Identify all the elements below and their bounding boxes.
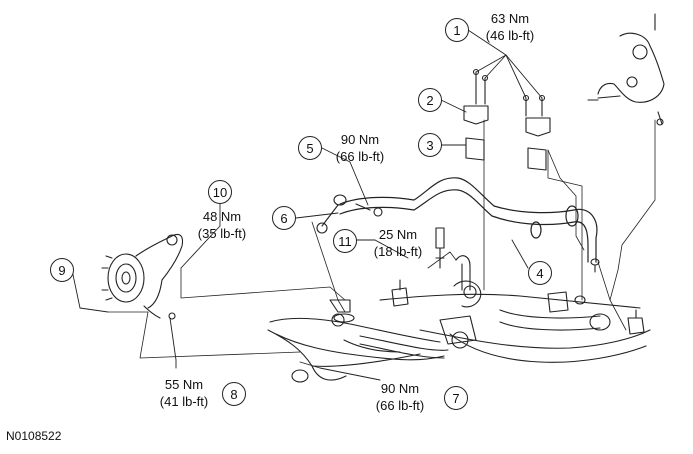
torque-spec-5: 90 Nm (66 lb-ft)	[320, 131, 400, 165]
lower-control-arm	[267, 299, 445, 383]
callout-2: 2	[418, 88, 442, 112]
torque-value-lbft: (35 lb-ft)	[197, 226, 247, 241]
steering-knuckle-right	[587, 13, 665, 126]
torque-spec-11: 25 Nm (18 lb-ft)	[358, 226, 438, 260]
callout-7: 7	[444, 386, 468, 410]
tie-rod-end	[590, 258, 600, 273]
callout-3: 3	[418, 133, 442, 157]
assembly-guide-lines	[107, 119, 656, 359]
torque-value-nm: 90 Nm	[340, 132, 380, 147]
callout-9: 9	[50, 258, 74, 282]
torque-spec-1: 63 Nm (46 lb-ft)	[470, 10, 550, 44]
strut-rod	[435, 227, 471, 291]
torque-value-lbft: (46 lb-ft)	[485, 28, 535, 43]
stabilizer-bar	[339, 177, 598, 263]
torque-value-nm: 63 Nm	[490, 11, 530, 26]
callout-5: 5	[298, 136, 322, 160]
leader-lines	[71, 29, 543, 381]
torque-value-nm: 25 Nm	[378, 227, 418, 242]
torque-value-lbft: (66 lb-ft)	[335, 149, 385, 164]
callout-4: 4	[528, 261, 552, 285]
figure-id: N0108522	[6, 429, 62, 443]
subframe-steering-gear	[343, 279, 651, 363]
torque-value-lbft: (18 lb-ft)	[373, 244, 423, 259]
torque-value-nm: 90 Nm	[380, 381, 420, 396]
stabilizer-link	[316, 194, 383, 234]
callout-11: 11	[333, 229, 357, 253]
bushing-clamps	[463, 68, 551, 171]
torque-spec-7: 90 Nm (66 lb-ft)	[360, 380, 440, 414]
torque-spec-10: 48 Nm (35 lb-ft)	[182, 208, 262, 242]
callout-10: 10	[208, 180, 232, 204]
torque-spec-8: 55 Nm (41 lb-ft)	[144, 376, 224, 410]
callout-6: 6	[272, 206, 296, 230]
torque-value-nm: 48 Nm	[202, 209, 242, 224]
hub-knuckle-left	[101, 233, 184, 320]
callout-1: 1	[445, 18, 469, 42]
callout-8: 8	[222, 382, 246, 406]
torque-value-nm: 55 Nm	[164, 377, 204, 392]
torque-value-lbft: (66 lb-ft)	[375, 398, 425, 413]
torque-value-lbft: (41 lb-ft)	[159, 394, 209, 409]
